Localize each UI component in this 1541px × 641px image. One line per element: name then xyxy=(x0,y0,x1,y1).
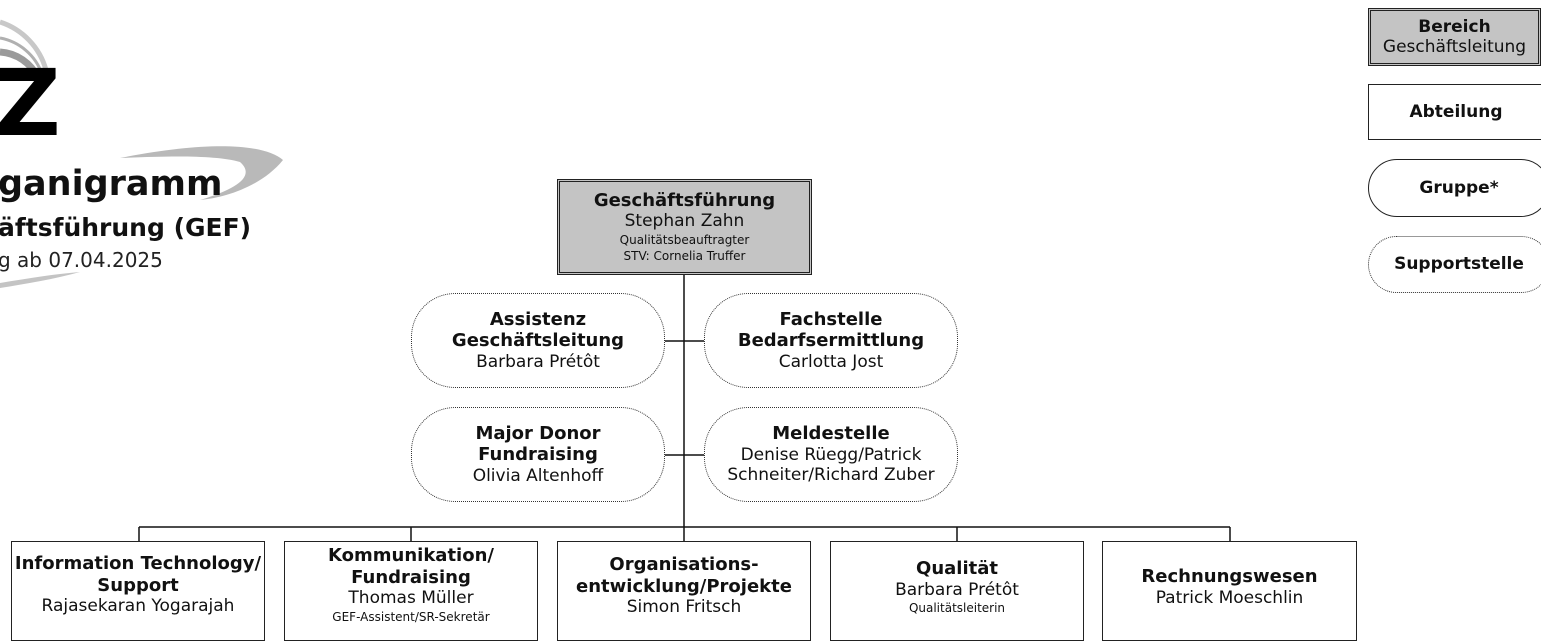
legend-supportstelle: Supportstelle xyxy=(1368,236,1541,293)
legend-title: Abteilung xyxy=(1409,101,1503,122)
logo-letter: Z xyxy=(0,50,61,157)
box-name: Patrick Moeschlin xyxy=(1155,587,1304,608)
logo-graphic xyxy=(0,19,283,288)
box-name: Denise Rüegg/Patrick xyxy=(740,444,922,465)
page-subtitle: äftsführung (GEF) xyxy=(0,213,252,242)
box-name: Olivia Altenhoff xyxy=(472,465,604,486)
box-title: Bedarfsermittlung xyxy=(737,330,925,352)
box-title: Geschäftsleitung xyxy=(451,330,625,352)
legend-title: Supportstelle xyxy=(1394,254,1524,275)
box-note: Qualitätsbeauftragter xyxy=(619,232,750,247)
box-title: Fundraising xyxy=(478,444,598,466)
box-assistenz-geschaeftsleitung: Assistenz Geschäftsleitung Barbara Prétô… xyxy=(411,293,665,388)
box-note: GEF-Assistent/SR-Sekretär xyxy=(332,609,490,624)
legend-title: Gruppe* xyxy=(1419,177,1499,198)
box-title: Major Donor xyxy=(475,422,601,444)
box-title: Support xyxy=(97,574,179,596)
box-name: Rajasekaran Yogarajah xyxy=(41,596,235,617)
box-title: Organisations- xyxy=(609,554,759,575)
box-geschaeftsfuehrung: Geschäftsführung Stephan Zahn Qualitätsb… xyxy=(557,179,812,275)
legend-gruppe: Gruppe* xyxy=(1368,159,1541,217)
page-title: ganigramm xyxy=(0,164,223,204)
box-rechnungswesen: Rechnungswesen Patrick Moeschlin xyxy=(1102,541,1357,641)
box-name: Barbara Prétôt xyxy=(476,351,600,372)
box-kommunikation-fundraising: Kommunikation/ Fundraising Thomas Müller… xyxy=(284,541,538,641)
page-date: g ab 07.04.2025 xyxy=(0,248,163,272)
box-name: Simon Fritsch xyxy=(626,597,742,618)
box-title: Rechnungswesen xyxy=(1141,566,1318,587)
box-title: Fachstelle xyxy=(779,308,883,330)
box-title: entwicklung/Projekte xyxy=(576,575,792,597)
box-title: Kommunikation/ xyxy=(328,545,494,566)
box-name: Carlotta Jost xyxy=(778,351,884,372)
legend-bereich: Bereich Geschäftsleitung xyxy=(1368,8,1541,66)
box-meldestelle: Meldestelle Denise Rüegg/Patrick Schneit… xyxy=(704,407,958,502)
box-name: Schneiter/Richard Zuber xyxy=(727,465,935,486)
legend-title: Bereich xyxy=(1418,16,1491,37)
box-title: Fundraising xyxy=(351,566,471,588)
legend-subtitle: Geschäftsleitung xyxy=(1382,37,1527,57)
box-major-donor-fundraising: Major Donor Fundraising Olivia Altenhoff xyxy=(411,407,665,502)
legend-abteilung: Abteilung xyxy=(1368,84,1541,140)
box-name: Barbara Prétôt xyxy=(895,579,1019,600)
box-title: Geschäftsführung xyxy=(593,189,776,211)
box-qualitaet: Qualität Barbara Prétôt Qualitätsleiteri… xyxy=(830,541,1084,641)
box-information-technology: Information Technology/ Support Rajaseka… xyxy=(11,541,265,641)
box-name: Thomas Müller xyxy=(348,588,474,609)
box-title: Information Technology/ xyxy=(14,553,262,574)
box-organisationsentwicklung: Organisations- entwicklung/Projekte Simo… xyxy=(557,541,811,641)
box-name: Stephan Zahn xyxy=(624,211,745,232)
box-title: Meldestelle xyxy=(772,423,890,445)
box-title: Assistenz xyxy=(489,308,587,330)
box-note: Qualitätsleiterin xyxy=(908,600,1006,615)
box-title: Qualität xyxy=(916,558,998,579)
box-note: STV: Cornelia Truffer xyxy=(623,248,746,263)
box-fachstelle-bedarfsermittlung: Fachstelle Bedarfsermittlung Carlotta Jo… xyxy=(704,293,958,388)
